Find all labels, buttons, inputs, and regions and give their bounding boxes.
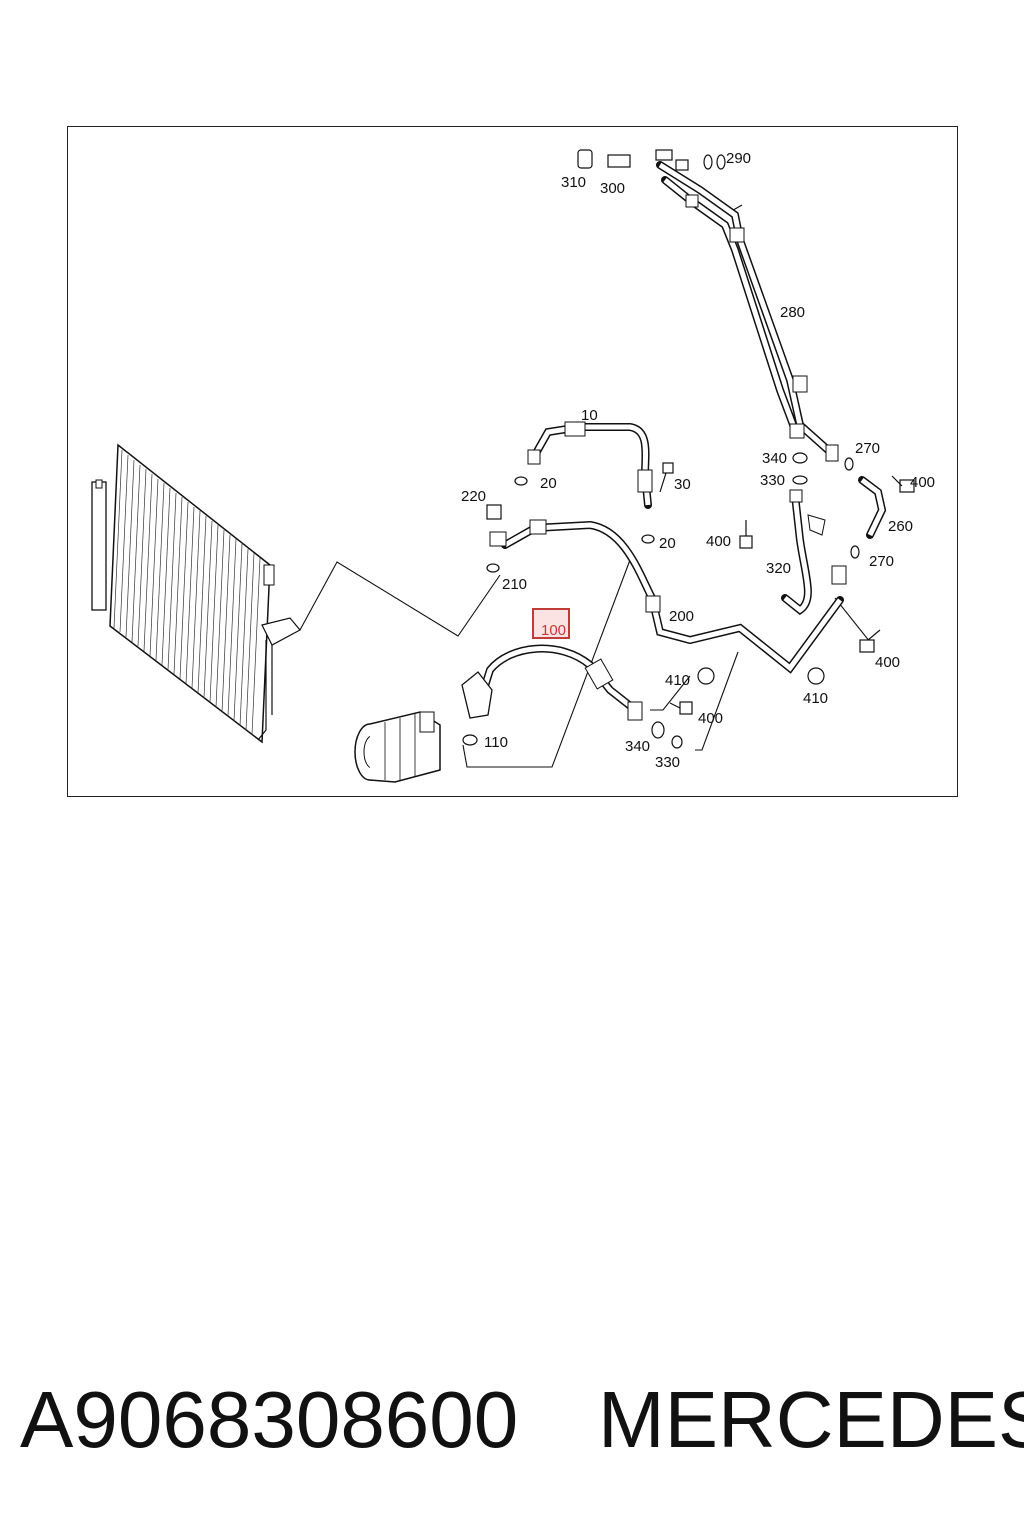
compressor-drawing (354, 711, 441, 783)
callout-340-upper[interactable]: 340 (762, 450, 787, 467)
callout-110[interactable]: 110 (484, 734, 508, 751)
callout-330-upper[interactable]: 330 (760, 472, 785, 489)
brand-name: MERCEDES (598, 1375, 1024, 1464)
highlight-box-100[interactable] (532, 608, 570, 639)
pipe-200 (489, 519, 847, 674)
callout-400-lower[interactable]: 400 (698, 710, 723, 727)
callout-100[interactable]: 100 (541, 622, 566, 639)
callout-30[interactable]: 30 (674, 476, 691, 493)
callout-210[interactable]: 210 (502, 576, 527, 593)
callout-labels: 290 310 300 280 10 270 340 330 400 20 30… (461, 150, 935, 771)
part-number: A9068308600 (20, 1375, 519, 1464)
callout-400-lower-right[interactable]: 400 (875, 654, 900, 671)
callout-340-lower[interactable]: 340 (625, 738, 650, 755)
callout-400-upper-right[interactable]: 400 (910, 474, 935, 491)
callout-10[interactable]: 10 (581, 407, 598, 424)
callout-320[interactable]: 320 (766, 560, 791, 577)
callout-260[interactable]: 260 (888, 518, 913, 535)
callout-20-upper[interactable]: 20 (540, 475, 557, 492)
callout-270-lower[interactable]: 270 (869, 553, 894, 570)
small-parts (462, 149, 915, 749)
pipe-10 (527, 421, 653, 509)
callout-400-mid[interactable]: 400 (706, 533, 731, 550)
callout-330-lower[interactable]: 330 (655, 754, 680, 771)
callout-200[interactable]: 200 (669, 608, 694, 625)
callout-270-upper[interactable]: 270 (855, 440, 880, 457)
callout-410-left[interactable]: 410 (665, 672, 690, 689)
callout-20-lower[interactable]: 20 (659, 535, 676, 552)
footer: A9068308600 MERCEDES (0, 1370, 1024, 1470)
pipe-100 (461, 644, 643, 721)
condenser-drawing (91, 443, 301, 744)
callout-280[interactable]: 280 (780, 304, 805, 321)
pipe-260 (858, 476, 887, 539)
callout-220[interactable]: 220 (461, 488, 486, 505)
callout-410-right[interactable]: 410 (803, 690, 828, 707)
callout-300[interactable]: 300 (600, 180, 625, 197)
callout-290[interactable]: 290 (726, 150, 751, 167)
pipe-280 (656, 161, 839, 462)
callout-310[interactable]: 310 (561, 174, 586, 191)
pipe-320 (781, 489, 826, 615)
